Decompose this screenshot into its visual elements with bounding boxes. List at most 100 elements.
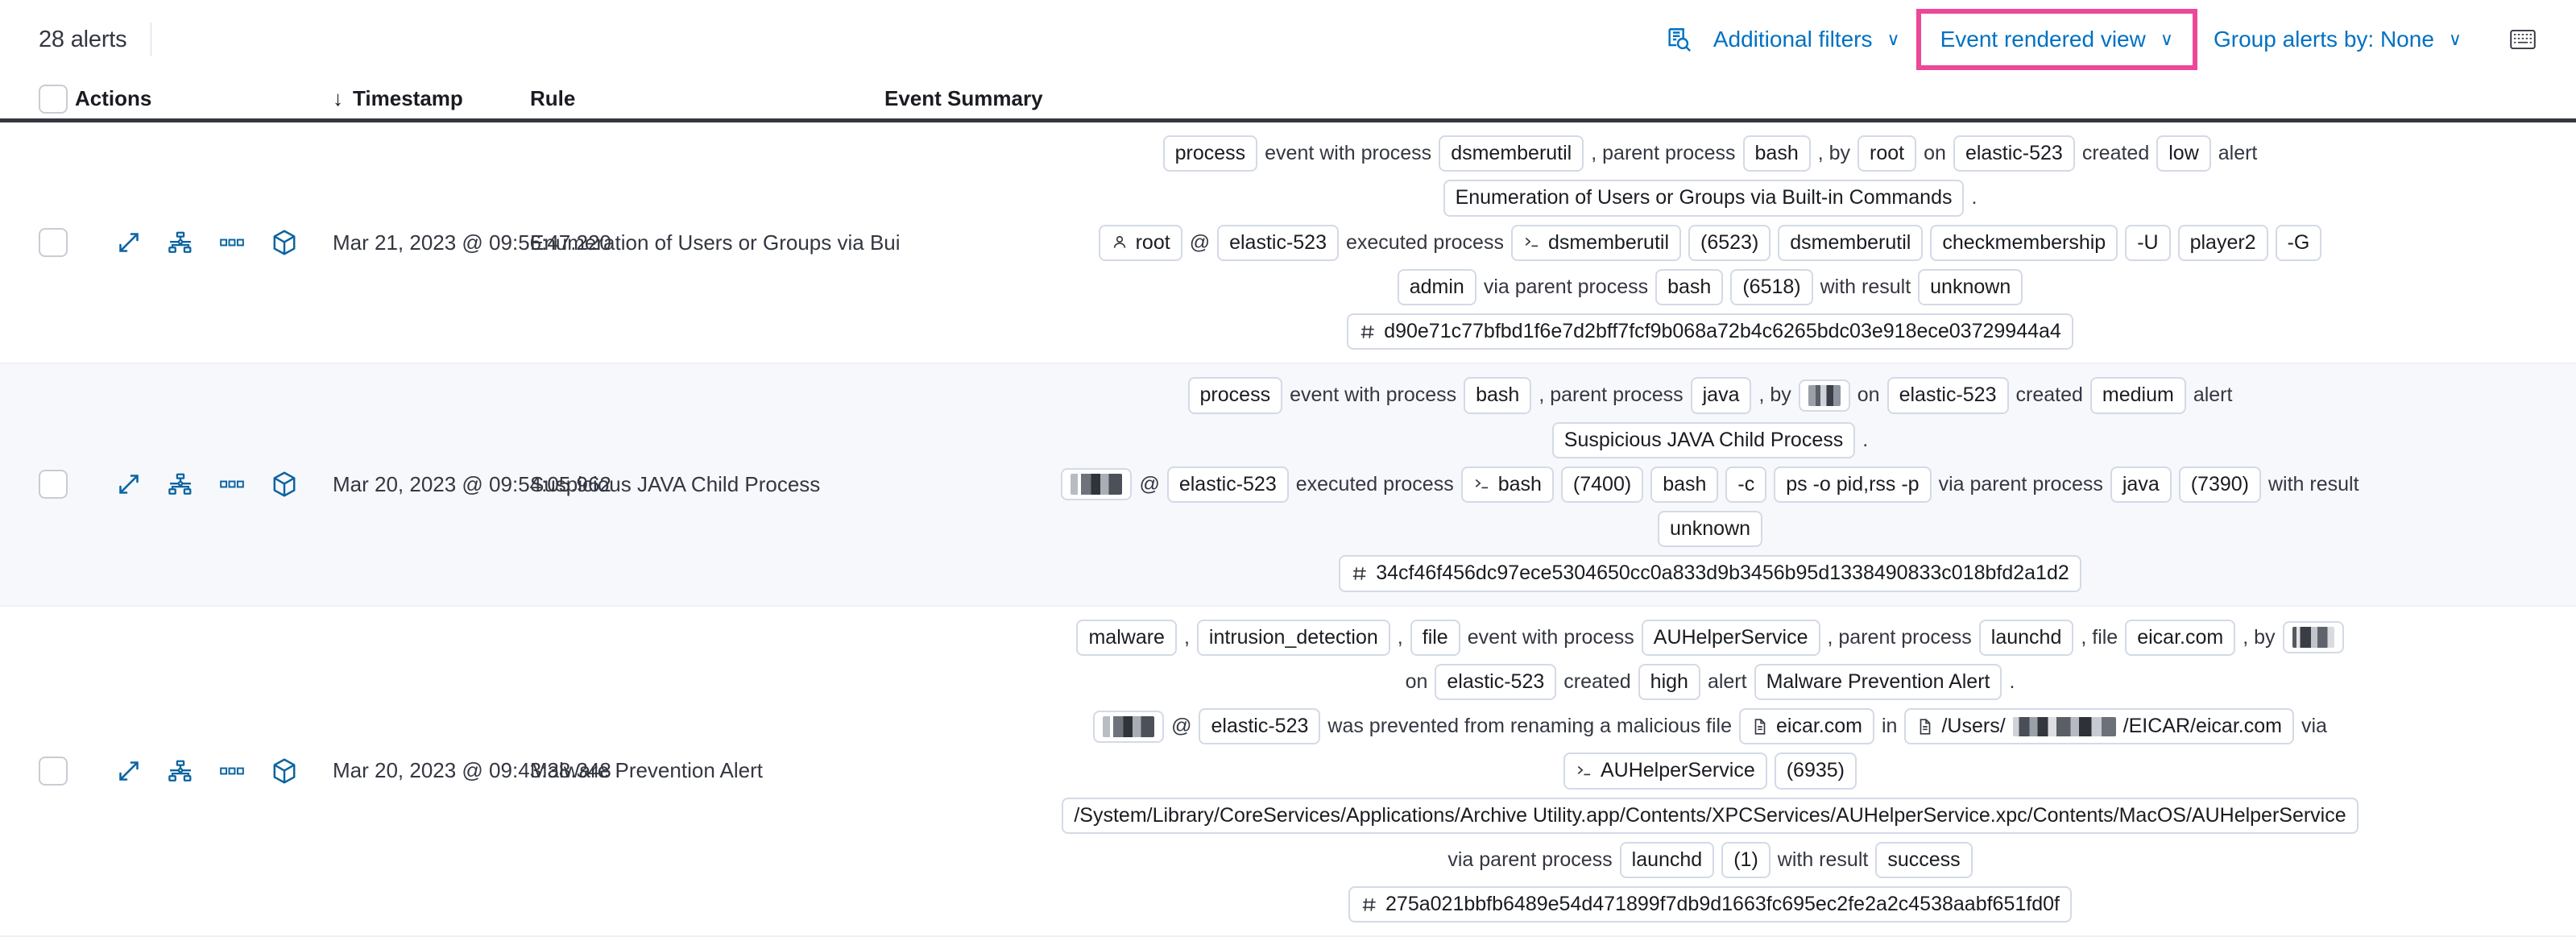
summary-pill[interactable]: elastic-523 [1199,708,1320,744]
summary-pill[interactable]: launchd [1979,620,2074,656]
checkbox-box[interactable] [39,757,68,786]
row-select-checkbox[interactable] [39,122,75,363]
summary-pill[interactable]: elastic-523 [1167,466,1289,503]
summary-pill[interactable]: (1) [1721,842,1770,878]
event-summary-line: 34cf46f456dc97ece5304650cc0a833d9b3456b9… [884,555,2536,591]
session-view-icon[interactable] [220,477,244,491]
summary-pill[interactable]: low [2156,135,2211,172]
summary-pill[interactable]: /System/Library/CoreServices/Application… [1062,798,2358,834]
event-rendered-view-button[interactable]: Event rendered view ∨ [1929,19,2185,60]
summary-pill[interactable]: bash [1743,135,1811,172]
summary-pill[interactable]: bash [1650,466,1718,503]
summary-pill[interactable]: elastic-523 [1217,225,1339,261]
summary-pill[interactable]: high [1638,664,1700,700]
summary-pill[interactable]: (7400) [1561,466,1643,503]
summary-pill[interactable]: process [1163,135,1258,172]
select-all-checkbox[interactable] [39,85,75,114]
summary-pill-label: checkmembership [1942,230,2106,255]
inspect-icon[interactable] [1665,26,1692,53]
column-header-timestamp[interactable]: ↓ Timestamp [333,86,530,111]
summary-pill[interactable]: eicar.com [2125,620,2235,656]
summary-pill[interactable]: Malware Prevention Alert [1754,664,2002,700]
summary-pill[interactable]: elastic-523 [1887,377,2009,413]
summary-pill[interactable]: dsmemberutil [1439,135,1584,172]
summary-pill[interactable]: malware [1076,620,1176,656]
summary-pill[interactable]: /Users//EICAR/eicar.com [1904,708,2293,744]
summary-pill[interactable]: AUHelperService [1563,753,1767,789]
summary-pill[interactable]: unknown [1658,511,1762,547]
summary-pill[interactable]: elastic-523 [1953,135,2075,172]
redacted-pill[interactable] [1093,711,1164,743]
redacted-pill[interactable] [1799,379,1850,412]
summary-text: , by [1818,142,1850,165]
expand-icon[interactable] [117,230,141,255]
more-actions-icon[interactable] [271,758,297,784]
summary-pill[interactable]: Enumeration of Users or Groups via Built… [1443,180,1965,216]
summary-pill[interactable]: (7390) [2179,466,2261,503]
summary-pill[interactable]: medium [2090,377,2186,413]
session-view-icon[interactable] [220,235,244,250]
summary-pill[interactable]: 275a021bbfb6489e54d471899f7db9d1663fc695… [1348,886,2072,922]
additional-filters-button[interactable]: Additional filters ∨ [1702,19,1911,60]
summary-pill[interactable]: dsmemberutil [1778,225,1923,261]
summary-pill[interactable]: Suspicious JAVA Child Process [1552,422,1855,458]
summary-pill-label: root [1136,230,1170,255]
row-select-checkbox[interactable] [39,364,75,604]
summary-pill-label: AUHelperService [1601,758,1755,783]
summary-pill-label: (7390) [2191,472,2249,497]
summary-pill[interactable]: bash [1464,377,1531,413]
analyze-event-icon[interactable] [168,230,193,255]
analyze-event-icon[interactable] [168,472,193,496]
summary-pill[interactable]: checkmembership [1930,225,2118,261]
summary-pill[interactable]: java [1691,377,1752,413]
group-alerts-by-button[interactable]: Group alerts by: None ∨ [2202,19,2473,60]
summary-pill[interactable]: dsmemberutil [1511,225,1681,261]
summary-pill[interactable]: launchd [1620,842,1715,878]
checkbox-box[interactable] [39,470,68,499]
expand-icon[interactable] [117,759,141,783]
summary-pill[interactable]: unknown [1918,269,2023,305]
redacted-pill[interactable] [1061,468,1132,500]
summary-pill[interactable]: bash [1655,269,1723,305]
summary-pill[interactable]: -c [1725,466,1766,503]
checkbox-box[interactable] [39,85,68,114]
summary-pill[interactable]: file [1410,620,1460,656]
summary-pill[interactable]: -G [2276,225,2322,261]
keyboard-shortcuts-icon[interactable] [2510,27,2536,52]
summary-pill[interactable]: intrusion_detection [1197,620,1390,656]
summary-pill[interactable]: (6523) [1688,225,1770,261]
summary-pill-label: success [1887,848,1960,873]
summary-pill[interactable]: d90e71c77bfbd1f6e7d2bff7fcf9b068a72b4c62… [1347,313,2073,350]
summary-pill[interactable]: ps -o pid,rss -p [1774,466,1931,503]
expand-icon[interactable] [117,472,141,496]
summary-pill[interactable]: player2 [2178,225,2268,261]
checkbox-box[interactable] [39,228,68,257]
summary-pill[interactable]: elastic-523 [1435,664,1556,700]
more-actions-icon[interactable] [271,471,297,497]
summary-pill[interactable]: root [1857,135,1916,172]
analyze-event-icon[interactable] [168,759,193,783]
session-view-icon[interactable] [220,764,244,778]
more-actions-icon[interactable] [271,230,297,255]
summary-pill[interactable]: process [1188,377,1283,413]
summary-pill[interactable]: success [1875,842,1972,878]
summary-pill[interactable]: eicar.com [1739,708,1874,744]
summary-pill-label: /System/Library/CoreServices/Application… [1074,803,2346,828]
summary-pill[interactable]: bash [1461,466,1554,503]
row-select-checkbox[interactable] [39,607,75,936]
summary-pill[interactable]: 34cf46f456dc97ece5304650cc0a833d9b3456b9… [1339,555,2081,591]
row-rule: Suspicious JAVA Child Process [530,364,884,604]
summary-pill[interactable]: java [2110,466,2172,503]
summary-pill[interactable]: admin [1398,269,1476,305]
redacted-pill[interactable] [2283,621,2344,653]
summary-pill[interactable]: -U [2125,225,2170,261]
summary-pill[interactable]: root [1099,225,1182,261]
user-icon [1111,234,1129,251]
summary-pill[interactable]: (6935) [1775,753,1857,789]
summary-pill[interactable]: AUHelperService [1642,620,1820,656]
summary-pill[interactable]: (6518) [1730,269,1812,305]
